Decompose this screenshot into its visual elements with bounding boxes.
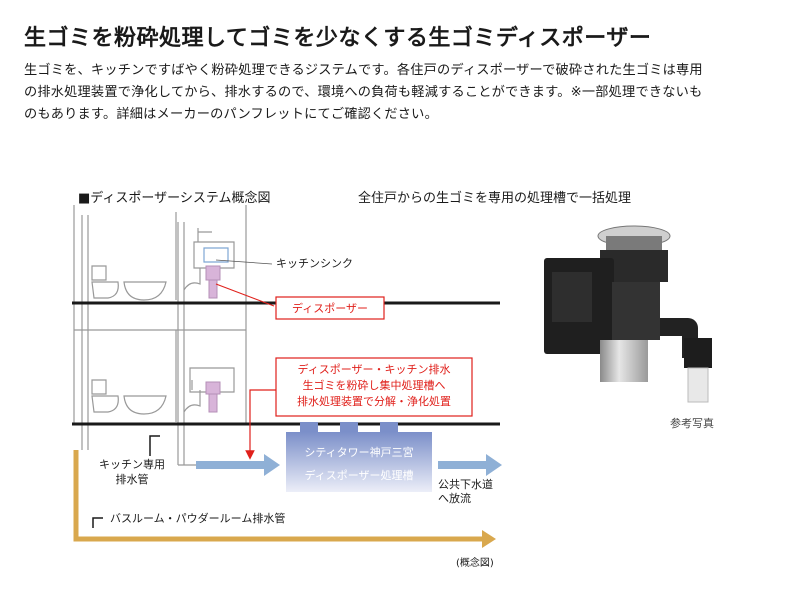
- building-section: [73, 205, 247, 466]
- concept-note: (概念図): [456, 556, 494, 569]
- bathroom-drain-label: バスルーム・パウダールーム排水管: [110, 511, 285, 525]
- red-leader-arrow: [245, 389, 276, 460]
- kitchen-drain-label: キッチン専用: [99, 458, 165, 471]
- bathroom-drain-pipe: [73, 450, 482, 542]
- description-line: 生ゴミを、キッチンですばやく粉砕処理できるジステムです。各住戸のディスポーザーで…: [24, 63, 703, 78]
- disposer-callout: [275, 296, 385, 320]
- process-line: 生ゴミを粉砕し集中処理槽へ: [303, 378, 446, 392]
- page-title: 生ゴミを粉砕処理してゴミを少なくする生ゴミディスポーザー: [24, 26, 652, 51]
- sewer-outflow-arrow: [438, 454, 502, 476]
- description-line: のもあります。詳細はメーカーのパンフレットにてご確認ください。: [24, 107, 438, 122]
- disposer-unit: [205, 265, 221, 413]
- process-callout: [275, 357, 473, 417]
- public-sewer-label: へ放流: [438, 491, 471, 505]
- diagram-subheading: 全住戸からの生ゴミを専用の処理槽で一括処理: [358, 191, 632, 206]
- description-line: の排水処理装置で浄化してから、排水するので、環境への負荷も軽減することができます…: [24, 85, 703, 100]
- disposer-treatment-tank: [286, 422, 432, 492]
- tank-label: シティタワー神戸三宮: [304, 445, 413, 459]
- description: 生ゴミを、キッチンですばやく粉砕処理できるジステムです。各住戸のディスポーザーで…: [24, 60, 784, 126]
- process-line: ディスポーザー・キッチン排水: [297, 362, 450, 376]
- kitchen-sink-label: キッチンシンク: [276, 257, 353, 270]
- kitchen-drain-label: 排水管: [116, 472, 149, 486]
- disposer-label: ディスポーザー: [292, 301, 368, 315]
- kitchen-drain-arrow: [196, 454, 280, 476]
- photo-caption: 参考写真: [670, 417, 714, 430]
- disposer-photo: [544, 225, 712, 403]
- diagram-heading: ■ディスポーザーシステム概念図: [78, 191, 271, 206]
- public-sewer-label: 公共下水道: [438, 477, 493, 491]
- tank-label: ディスポーザー処理槽: [304, 468, 413, 482]
- process-line: 排水処理装置で分解・浄化処置: [297, 394, 451, 408]
